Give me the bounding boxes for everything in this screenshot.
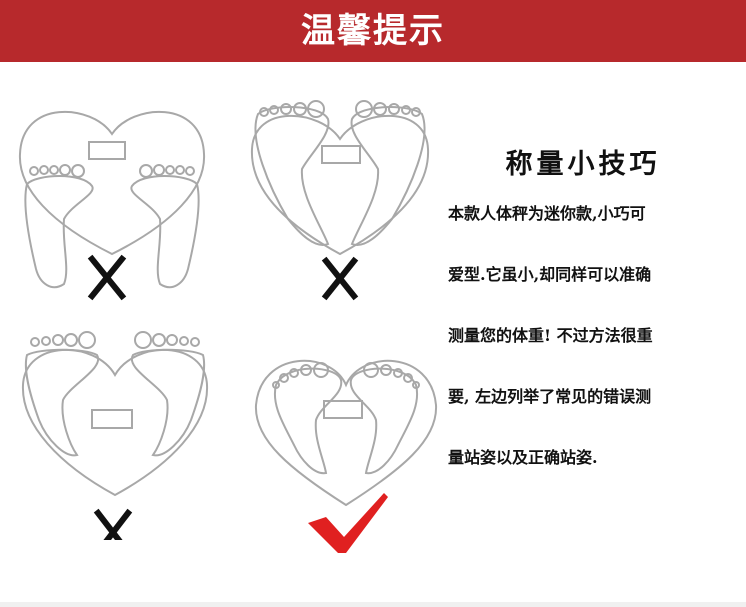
- tips-line: 测量您的体重! 不过方法很重: [448, 326, 653, 345]
- cross-icon: [321, 256, 359, 301]
- heart-outline: [21, 348, 209, 497]
- tips-line: 量站姿以及正确站姿.: [448, 448, 598, 467]
- heart-outline: [18, 110, 206, 256]
- stance-panel-3: [15, 330, 215, 540]
- banner-title: 温馨提示: [301, 11, 445, 51]
- tips-section: 称量小技巧 本款人体秤为迷你款,小巧可 爱型.它虽小,却同样可以准确 测量您的体…: [448, 142, 718, 508]
- right-foot: [130, 348, 206, 457]
- left-foot: [273, 367, 343, 475]
- tips-line: 要, 左边列举了常见的错误测: [448, 387, 652, 406]
- heart-outline: [250, 114, 430, 256]
- scale-illustration: [250, 100, 430, 301]
- checkmark-icon: [308, 493, 388, 553]
- heart-outline: [254, 359, 438, 507]
- display-window: [321, 145, 361, 164]
- tips-title: 称量小技巧: [505, 149, 661, 180]
- right-foot: [130, 175, 200, 289]
- scale-illustration: [254, 359, 438, 553]
- left-foot: [254, 106, 330, 246]
- header-banner: 温馨提示: [0, 0, 746, 62]
- display-window: [323, 400, 363, 419]
- stance-panel-1: [12, 94, 212, 304]
- bottom-divider: [0, 602, 746, 607]
- cross-icon: [93, 508, 133, 540]
- display-window: [91, 409, 133, 429]
- left-foot: [24, 348, 100, 457]
- stance-panel-4: [246, 345, 446, 555]
- display-window: [88, 141, 126, 160]
- right-foot: [350, 106, 426, 246]
- tips-line: 本款人体秤为迷你款,小巧可: [448, 204, 646, 223]
- scale-illustration: [21, 331, 209, 540]
- tips-line: 爱型.它虽小,却同样可以准确: [448, 265, 652, 284]
- cross-icon: [87, 254, 127, 301]
- scale-illustration: [18, 110, 206, 301]
- stance-panel-2: [240, 94, 440, 304]
- right-foot: [349, 367, 419, 475]
- left-foot: [24, 175, 94, 289]
